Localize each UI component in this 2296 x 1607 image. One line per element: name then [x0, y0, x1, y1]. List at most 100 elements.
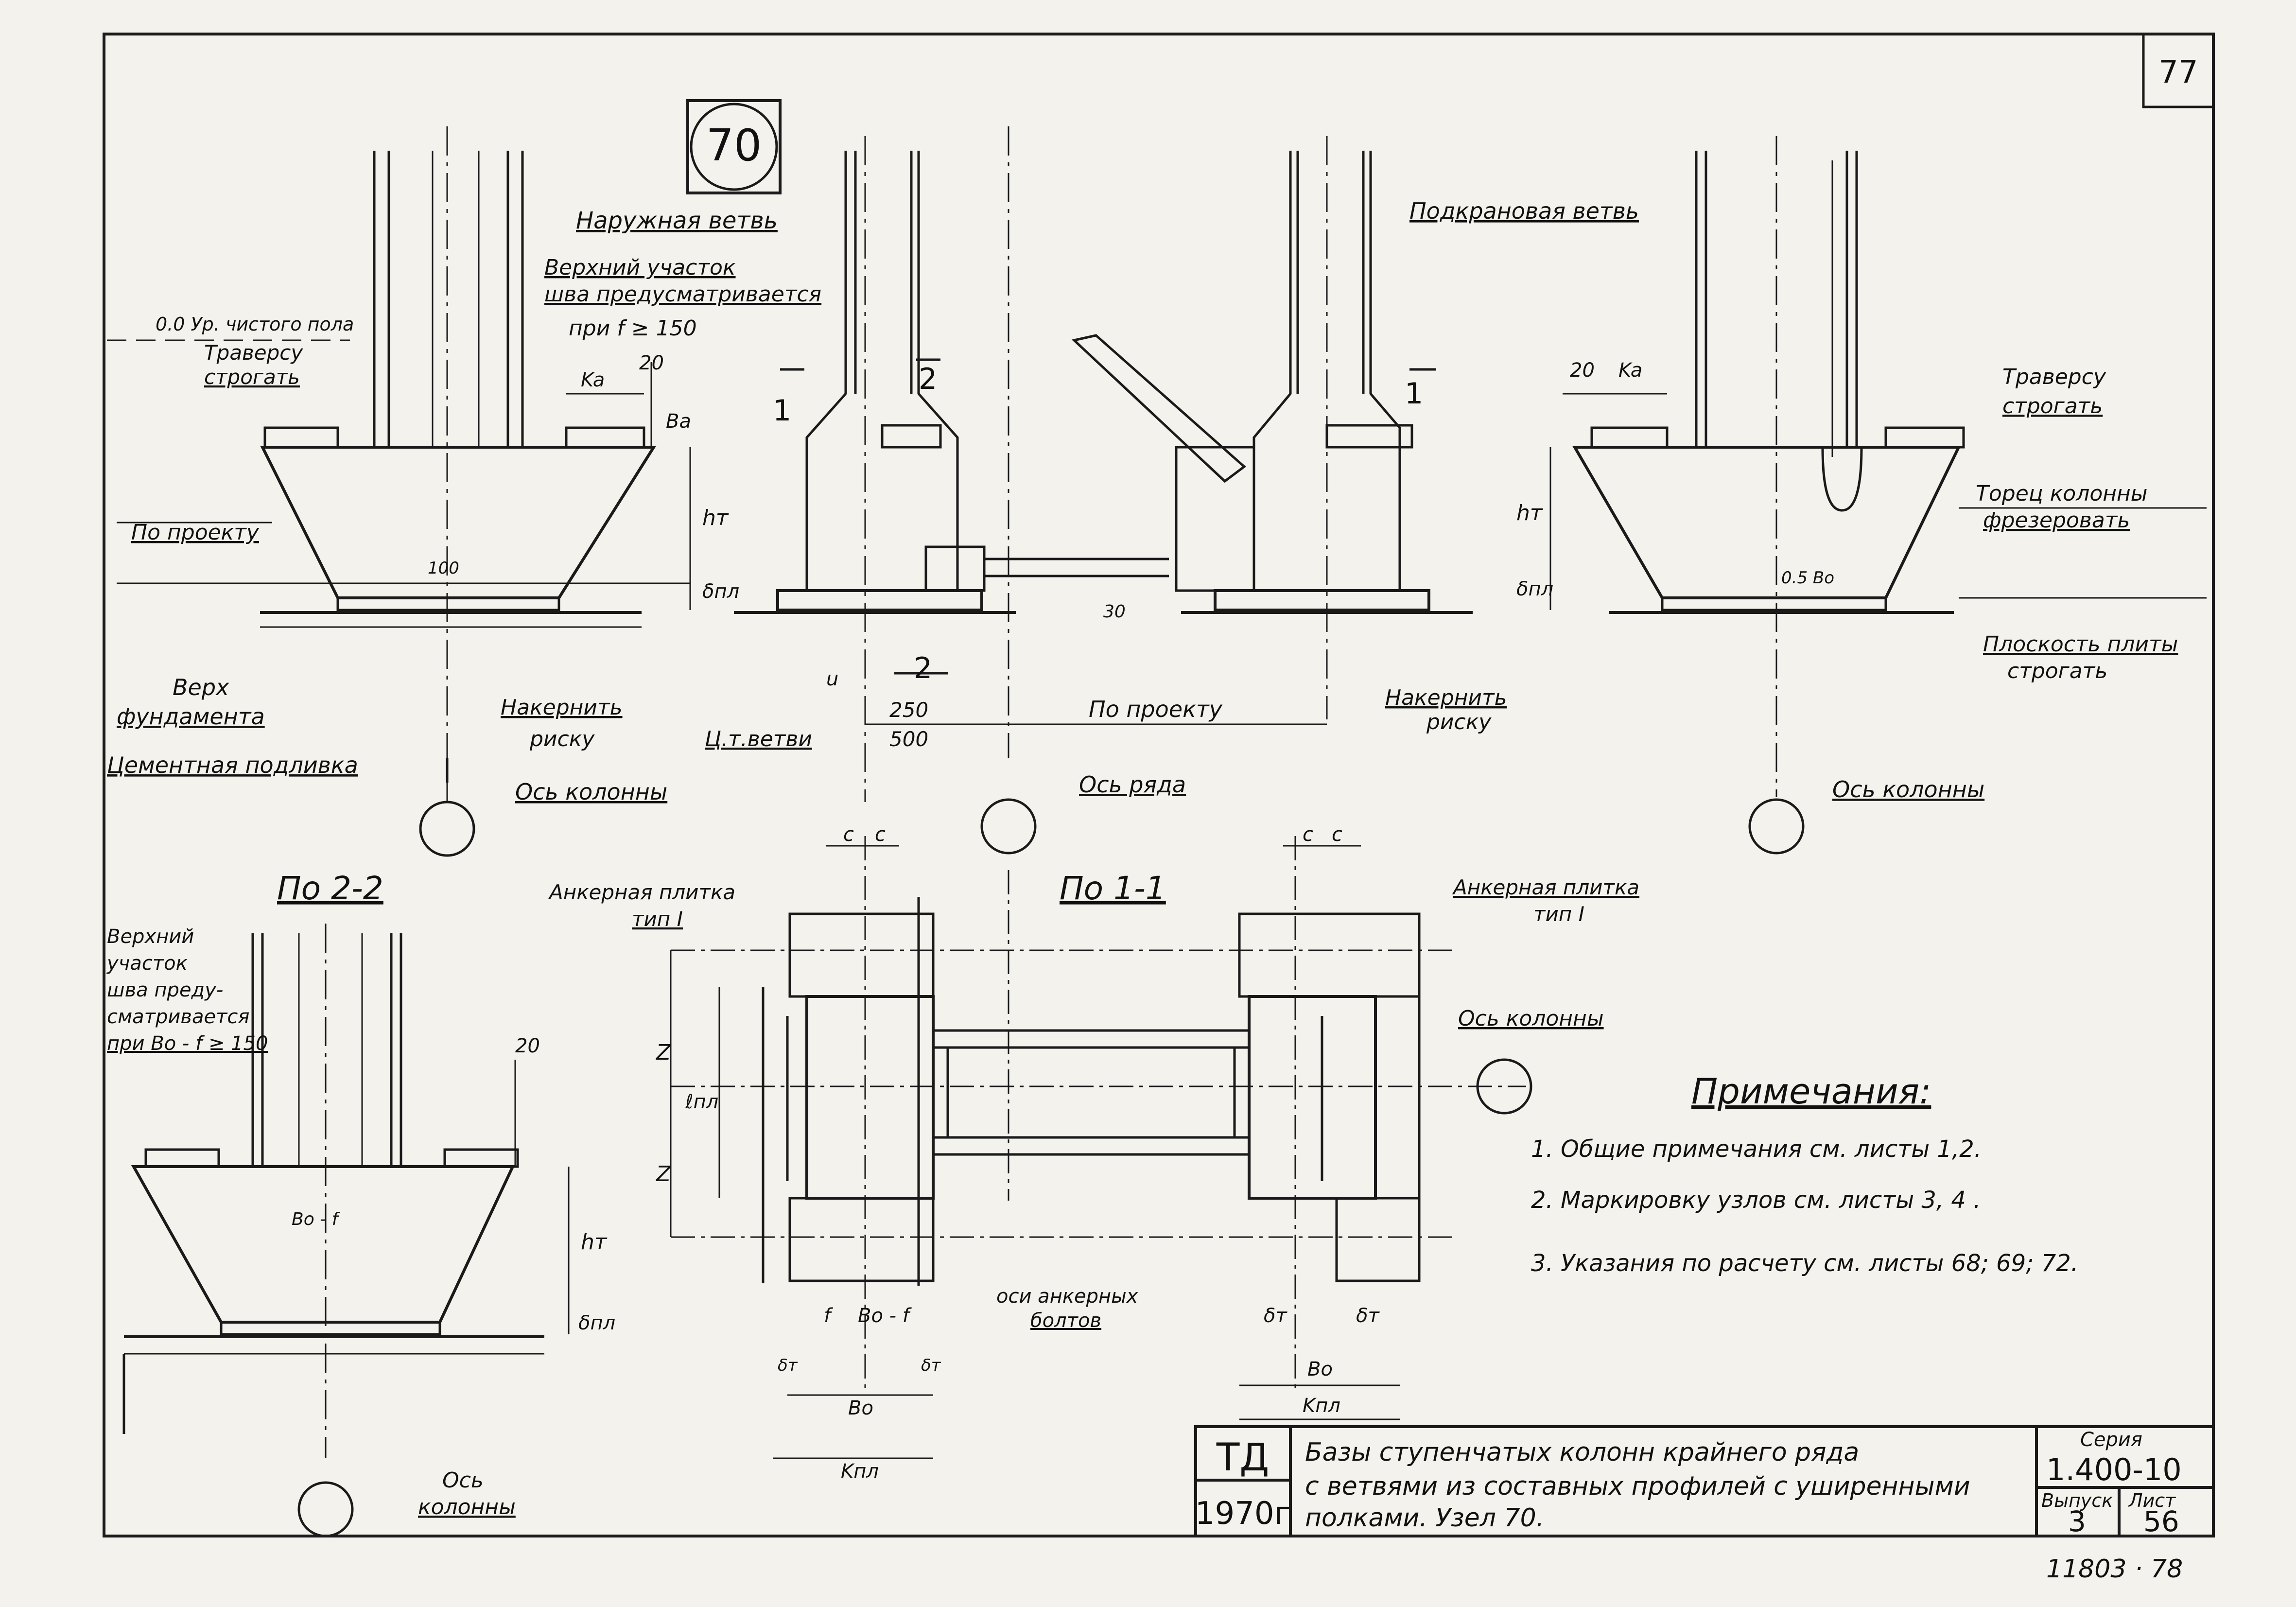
label-ba-left: Ba [666, 410, 691, 433]
label-lpl: ℓпл [685, 1091, 718, 1113]
label-traverse-right-2: строгать [2002, 394, 2103, 419]
label-dim-250: 250 [889, 698, 928, 722]
label-punch-right-2: риску [1426, 710, 1492, 734]
label-col-end-2: фрезеровать [1983, 508, 2130, 533]
label-by-project-left: По проекту [131, 520, 260, 545]
sheet-number-box [2142, 33, 2215, 108]
label-z2: Z [656, 1162, 671, 1187]
title-block [1194, 1425, 2215, 1537]
label-col-axis-2: Ось колонны [1832, 776, 1984, 803]
label-dim-500: 500 [889, 727, 928, 751]
section-1-1 [670, 836, 1532, 1459]
label-c3: c [1303, 823, 1313, 846]
left-elevation [107, 126, 691, 857]
title-section-1-1: По 1-1 [1060, 870, 1166, 907]
label-anchor-right-1: Анкерная плитка [1452, 875, 1639, 899]
issue-label: Выпуск [2041, 1490, 2113, 1511]
label-upper-weld2-2: участок [106, 952, 188, 975]
sheet-label: Лист [2128, 1490, 2176, 1511]
label-upper-weld2-3: шва преду- [107, 979, 223, 1001]
label-c2: c [875, 823, 886, 846]
cut-mark-2a: 2 [919, 362, 937, 396]
label-anchor-left-2: тип I [632, 907, 683, 931]
label-axes-bolts-2: болтов [1030, 1310, 1101, 1332]
title-line-2: с ветвями из составных профилей с уширен… [1305, 1472, 1970, 1501]
label-dt2: δт [921, 1356, 941, 1375]
note-3: 3. Указания по расчету см. листы 68; 69;… [1531, 1250, 2078, 1277]
notes-title: Примечания: [1691, 1071, 1931, 1112]
label-col-axis-4: Ось колонны [1458, 1006, 1604, 1031]
footer-archive-number: 11803 · 78 [2046, 1555, 2183, 1584]
sheet-frame [103, 33, 2215, 1537]
note-2: 2. Маркировку узлов см. листы 3, 4 . [1531, 1187, 1981, 1214]
issue-value: 3 [2068, 1505, 2086, 1538]
label-col-axis-3-1: Ось [442, 1468, 484, 1493]
label-punch-left-1: Накернить [501, 695, 623, 720]
label-dt1: δт [778, 1356, 798, 1375]
label-ht-right: hт [1516, 501, 1543, 525]
cut-mark-1a: 1 [773, 394, 791, 428]
label-punch-right-1: Накернить [1385, 685, 1507, 710]
label-upper-weld-1: Верхний участок [544, 255, 736, 280]
label-punch-left-2: риску [529, 727, 595, 751]
label-c1: c [843, 823, 854, 846]
note-1: 1. Общие примечания см. листы 1,2. [1531, 1135, 1982, 1163]
series-label: Серия [2080, 1429, 2142, 1451]
label-crane-branch: Подкрановая ветвь [1409, 198, 1639, 224]
label-b05: 0.5 Bo [1781, 568, 1834, 588]
label-kpl2: Kпл [1303, 1395, 1340, 1417]
label-col-axis-3-2: колонны [418, 1495, 516, 1520]
label-anchor-right-2: тип I [1533, 902, 1584, 926]
label-plate-plane-2: строгать [2007, 659, 2107, 683]
label-bpl-right: δпл [1516, 578, 1553, 600]
sheet-value: 56 [2143, 1505, 2179, 1538]
label-dim-20-right: 20 [1570, 359, 1595, 382]
right-elevation [1549, 136, 2207, 855]
label-kpl1: Kпл [841, 1460, 879, 1483]
label-bof: Bo - f [292, 1209, 341, 1229]
label-by-project-mid: По проекту [1089, 696, 1223, 722]
cut-mark-1b: 1 [1405, 377, 1423, 411]
label-bof2: Bo - f [858, 1305, 912, 1327]
label-bo1: Bo [848, 1397, 873, 1419]
label-anchor-left-1: Анкерная плитка [548, 880, 735, 904]
node-mark: 70 [686, 99, 782, 194]
series-value: 1.400-10 [2046, 1452, 2182, 1487]
label-c4: c [1332, 823, 1342, 846]
label-bpl-s: δпл [578, 1312, 615, 1334]
label-cement: Цементная подливка [107, 752, 358, 778]
label-dim-u: u [826, 668, 838, 690]
label-dt4: δт [1356, 1305, 1380, 1327]
label-traverse-right-1: Траверсу [2002, 365, 2106, 389]
label-traverse-left-1: Траверсу [204, 341, 303, 365]
title-line-1: Базы ступенчатых колонн крайнего ряда [1305, 1438, 1859, 1467]
label-col-end-1: Торец колонны [1976, 481, 2148, 506]
label-bo2: Bo [1307, 1358, 1333, 1380]
label-dim-100-left: 100 [428, 559, 459, 578]
label-ka-left: Ka [581, 369, 605, 391]
label-upper-weld2-5: при Bo - f ≥ 150 [107, 1032, 268, 1055]
label-axes-bolts-1: оси анкерных [996, 1285, 1138, 1308]
label-bpl-left: δпл [702, 580, 739, 603]
label-ct-branch: Ц.т.ветви [705, 727, 812, 751]
label-dt3: δт [1264, 1305, 1287, 1327]
label-upper-weld2-4: сматривается [107, 1006, 249, 1028]
title-line-3: полками. Узел 70. [1305, 1503, 1544, 1533]
label-col-axis-1: Ось колонны [515, 779, 667, 805]
label-f-dim: f [824, 1305, 834, 1327]
label-dim-20-left: 20 [639, 352, 664, 374]
label-dim-30: 30 [1103, 602, 1126, 622]
label-plate-plane-1: Плоскость плиты [1983, 632, 2178, 657]
label-dim-20-s: 20 [515, 1035, 540, 1057]
label-top-found-1: Верх [173, 674, 229, 700]
label-top-found-2: фундамента [117, 703, 265, 730]
cut-mark-2b: 2 [914, 651, 932, 685]
label-floor-level: 0.0 Ур. чистого пола [156, 314, 354, 335]
title-section-2-2: По 2-2 [277, 870, 383, 907]
label-upper-weld2-1: Верхний [107, 926, 194, 948]
title-td: ТД [1216, 1436, 1270, 1480]
label-traverse-left-2: строгать [204, 365, 300, 389]
label-ht-s: hт [581, 1230, 608, 1255]
label-upper-weld-2: шва предусматривается [544, 282, 821, 307]
